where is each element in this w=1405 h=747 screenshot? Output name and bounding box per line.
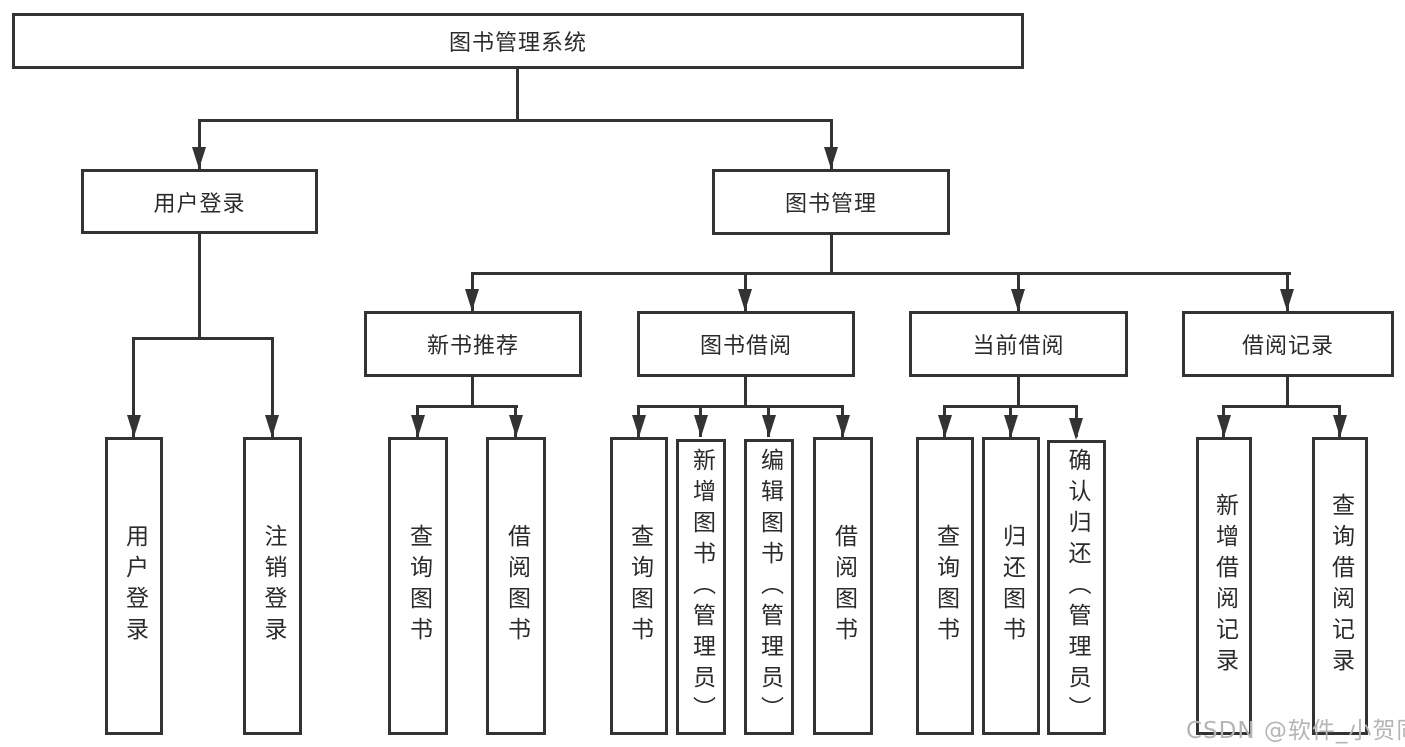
node-leaf-borrow-book-1: 借阅图书 [486, 437, 546, 735]
connector-vline [198, 119, 201, 169]
node-leaf-query-book-3: 查询图书 [916, 437, 974, 735]
node-label: 查询图书 [405, 524, 432, 648]
arrowhead-down-icon [1217, 415, 1231, 437]
arrowhead-down-icon [465, 289, 479, 311]
connector-hline [198, 119, 833, 122]
arrowhead-down-icon [265, 415, 279, 437]
node-label: 借阅图书 [503, 524, 530, 648]
connector-vline [1286, 377, 1289, 405]
arrowhead-down-icon [1011, 289, 1025, 311]
arrowhead-down-icon [1004, 415, 1018, 437]
node-new-book-recommend: 新书推荐 [364, 311, 582, 377]
connector-vline [271, 337, 274, 437]
node-root-system: 图书管理系统 [12, 13, 1024, 69]
node-leaf-query-book-1: 查询图书 [388, 437, 448, 735]
arrowhead-down-icon [1280, 289, 1294, 311]
node-user-login: 用户登录 [81, 169, 318, 234]
node-label: 图书借阅 [699, 334, 792, 359]
connector-hline [637, 405, 844, 408]
csdn-watermark: CSDN @软件_小贺同学 [1186, 718, 1405, 744]
node-leaf-query-borrow-record: 查询借阅记录 [1312, 437, 1368, 735]
connector-hline [132, 337, 274, 340]
node-label: 新增借阅记录 [1211, 493, 1238, 679]
arrowhead-down-icon [509, 415, 523, 437]
node-label: 借阅图书 [830, 524, 857, 648]
arrowhead-down-icon [1333, 415, 1347, 437]
node-label: 查询借阅记录 [1327, 493, 1354, 679]
node-label: 编辑图书（管理员） [756, 447, 783, 727]
node-borrow-record: 借阅记录 [1182, 311, 1394, 377]
node-book-borrow: 图书借阅 [637, 311, 855, 377]
node-label: 图书管理系统 [448, 31, 587, 56]
node-leaf-edit-book-admin: 编辑图书（管理员） [744, 439, 794, 735]
node-current-borrow: 当前借阅 [909, 311, 1128, 377]
node-leaf-borrow-book-2: 借阅图书 [813, 437, 873, 735]
node-book-management: 图书管理 [712, 169, 950, 235]
node-label: 用户登录 [121, 524, 148, 648]
node-leaf-add-book-admin: 新增图书（管理员） [676, 439, 726, 735]
node-label: 新书推荐 [426, 334, 519, 359]
arrowhead-down-icon [836, 415, 850, 437]
connector-vline [830, 119, 833, 169]
node-leaf-user-login: 用户登录 [105, 437, 163, 735]
node-label: 新增图书（管理员） [688, 447, 715, 727]
arrowhead-down-icon [411, 415, 425, 437]
connector-vline [744, 377, 747, 405]
connector-hline [1222, 405, 1341, 408]
node-label: 查询图书 [626, 524, 653, 648]
arrowhead-down-icon [738, 289, 752, 311]
node-label: 图书管理 [784, 192, 877, 217]
node-label: 注销登录 [260, 524, 286, 648]
connector-hline [471, 272, 1291, 275]
node-label: 查询图书 [932, 524, 959, 648]
connector-vline [830, 235, 833, 272]
node-leaf-confirm-return-admin: 确认归还（管理员） [1047, 440, 1106, 735]
arrowhead-down-icon [192, 147, 206, 169]
arrowhead-down-icon [762, 415, 776, 437]
arrowhead-down-icon [632, 415, 646, 437]
node-label: 确认归还（管理员） [1064, 448, 1090, 727]
connector-vline [516, 69, 519, 119]
node-label: 用户登录 [153, 191, 246, 217]
connector-hline [416, 405, 518, 408]
connector-vline [1017, 377, 1020, 405]
node-label: 归还图书 [998, 524, 1025, 648]
connector-vline [198, 234, 201, 337]
arrowhead-down-icon [694, 415, 708, 437]
node-leaf-add-borrow-record: 新增借阅记录 [1196, 437, 1252, 735]
arrowhead-down-icon [1069, 418, 1083, 440]
connector-vline [132, 337, 135, 437]
node-label: 借阅记录 [1241, 334, 1334, 359]
node-label: 当前借阅 [972, 334, 1065, 359]
connector-vline [471, 377, 474, 405]
arrowhead-down-icon [938, 415, 952, 437]
node-leaf-return-book: 归还图书 [982, 437, 1040, 735]
node-leaf-logout: 注销登录 [243, 437, 302, 735]
arrowhead-down-icon [127, 415, 141, 437]
node-leaf-query-book-2: 查询图书 [610, 437, 668, 735]
arrowhead-down-icon [824, 147, 838, 169]
